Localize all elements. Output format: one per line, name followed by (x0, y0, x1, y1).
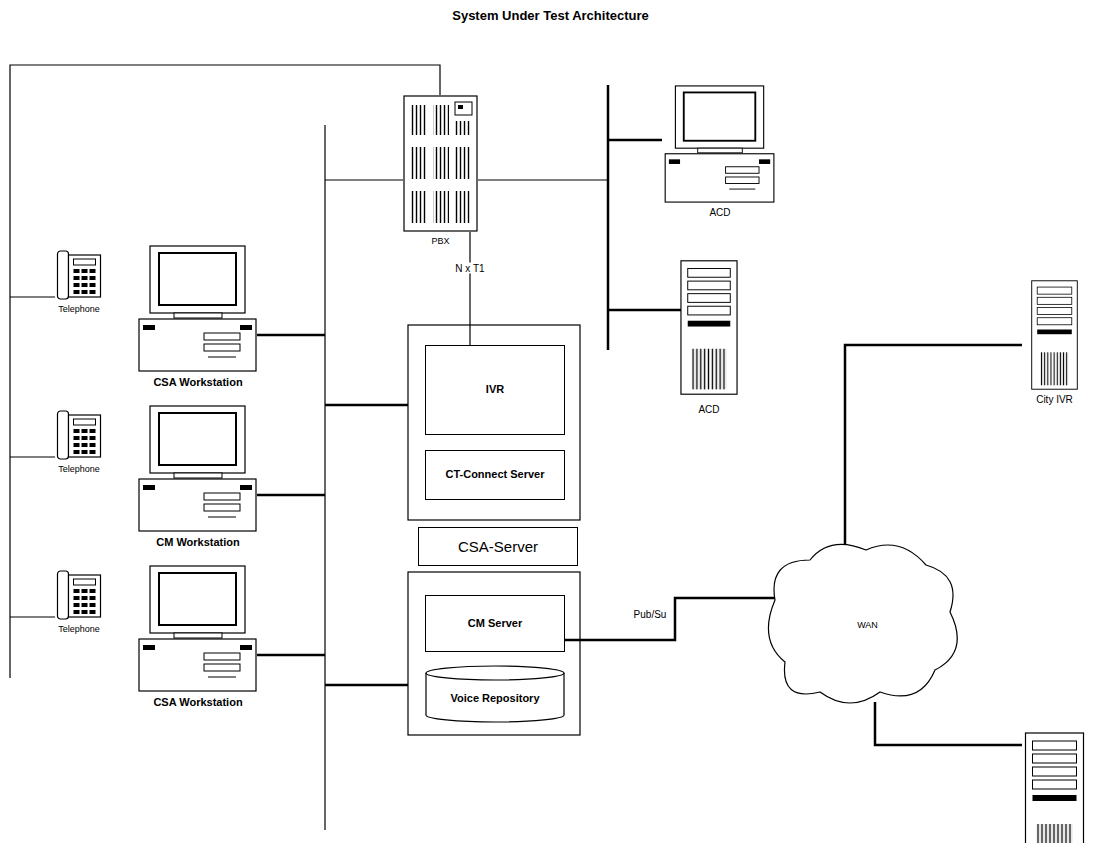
lan-link (257, 335, 325, 655)
process-box: CM Server (425, 595, 565, 652)
process-box: CT-Connect Server (425, 450, 565, 500)
icon-label: Telephone (58, 624, 100, 634)
icon-label: CM Workstation (156, 536, 240, 548)
acd-server: ACD (680, 255, 738, 400)
icon-label: Telephone (58, 304, 100, 314)
telephone-icon (58, 251, 101, 299)
workstation: CM Workstation (138, 405, 258, 532)
telephone: Telephone (55, 570, 103, 620)
icon-label: Telephone (58, 464, 100, 474)
workstation: CSA Workstation (138, 245, 258, 372)
node-label: CT-Connect Server (445, 468, 544, 481)
node-label: CM Server (468, 617, 522, 630)
workstation-icon (139, 246, 256, 371)
network-cloud: WAN (775, 545, 960, 705)
lan-bus (324, 125, 325, 830)
pbx-icon (404, 96, 477, 231)
edge-label: Pub/Su (632, 609, 669, 620)
telephone: Telephone (55, 250, 103, 300)
node-label: Voice Repository (450, 692, 539, 705)
workstation-icon (665, 86, 774, 202)
server-housing (408, 325, 580, 520)
node-label: CSA-Server (458, 538, 538, 556)
node-label: IVR (486, 383, 504, 396)
telephone-icon (58, 571, 101, 619)
pbx: PBX (403, 95, 478, 232)
storage-cylinder: Voice Repository (425, 665, 565, 723)
workstation: CSA Workstation (138, 565, 258, 692)
connector-line (565, 598, 775, 640)
icon-label: ACD (709, 207, 730, 218)
cylinder-body (426, 666, 564, 722)
icon-label: CSA Workstation (153, 376, 242, 388)
acd-workstation: ACD (660, 85, 780, 203)
wan-link (875, 702, 1022, 745)
cylinder-rim (426, 673, 564, 680)
icon-label: ACD (698, 404, 719, 415)
server-tower-icon (1026, 733, 1084, 843)
telephone-icon (58, 411, 101, 459)
workstation-icon (139, 566, 256, 691)
phone-wire (10, 297, 55, 617)
server-tower-icon (1032, 281, 1078, 389)
icon-label: City IVR (1036, 394, 1073, 405)
icon-label: PBX (431, 236, 449, 246)
server-housing (408, 572, 580, 735)
process-box: IVR (425, 345, 565, 435)
city-ivr-server: City IVR (1022, 280, 1087, 390)
server-box: CSA-Server (418, 527, 578, 566)
connector-line (845, 345, 1022, 545)
wan-cloud (768, 544, 957, 703)
node-label: WAN (857, 620, 878, 631)
workstation-icon (139, 406, 256, 531)
icon-label: CSA Workstation (153, 696, 242, 708)
connector-line (469, 232, 470, 345)
server-tower-icon (681, 261, 737, 394)
lan-link (325, 405, 408, 685)
edge-label: N x T1 (453, 263, 486, 274)
diagram-title: System Under Test Architecture (0, 8, 1101, 23)
telephone: Telephone (55, 410, 103, 460)
